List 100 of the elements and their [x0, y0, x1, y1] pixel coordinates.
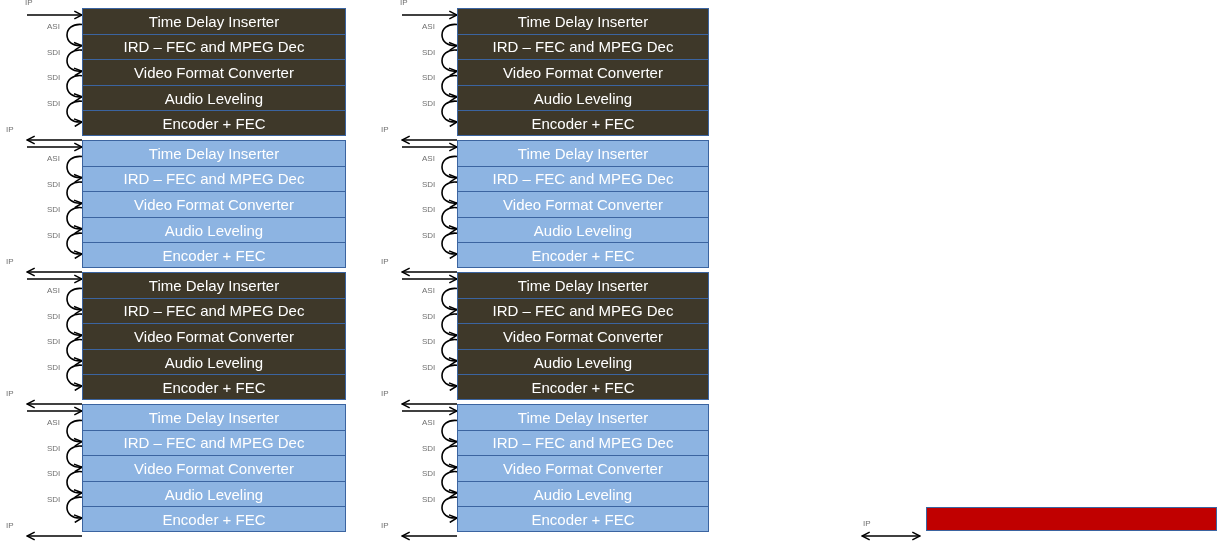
edge-label: SDI — [46, 338, 62, 347]
module-band — [82, 110, 346, 136]
module-band — [457, 110, 709, 136]
edge-label: ASI — [421, 23, 436, 31]
curved-arrow — [66, 338, 83, 366]
module-name: Audio Leveling — [164, 486, 264, 502]
module-band — [457, 374, 709, 400]
module-name: Audio Leveling — [164, 354, 264, 370]
arrow — [401, 531, 458, 541]
curved-arrow — [66, 206, 83, 234]
curved-arrow — [66, 49, 83, 76]
edge-label: SDI — [421, 363, 437, 372]
module-name: IRD – FEC and MPEG Dec — [123, 171, 305, 187]
module-name: Time Delay Inserter — [148, 409, 280, 425]
edge-label: ASI — [46, 287, 61, 295]
curved-arrow — [66, 287, 83, 315]
module-name: Video Format Converter — [134, 197, 294, 212]
system-bar — [926, 507, 1217, 531]
edge-label: IP — [5, 258, 15, 266]
arrow — [26, 135, 83, 145]
curved-arrow — [66, 232, 83, 259]
curved-arrow — [441, 287, 458, 315]
edge-label: SDI — [46, 74, 62, 83]
edge-label: IP — [5, 390, 15, 398]
edge-label: SDI — [421, 99, 437, 108]
edge-label: SDI — [421, 312, 437, 321]
module-name: Encoder + FEC — [531, 115, 635, 131]
module-name: Encoder + FEC — [162, 247, 266, 263]
module-name: Time Delay Inserter — [148, 277, 280, 293]
curved-arrow — [66, 155, 83, 183]
edge-label: IP — [862, 520, 872, 528]
curved-arrow — [441, 313, 458, 340]
curved-arrow — [441, 419, 458, 447]
module-name: Audio Leveling — [533, 90, 633, 106]
edge-label: IP — [5, 126, 15, 134]
module-band — [82, 323, 346, 350]
curved-arrow — [66, 470, 83, 498]
curved-arrow — [66, 419, 83, 447]
edge-label: IP — [380, 126, 390, 134]
module-name: Encoder + FEC — [531, 247, 635, 263]
curved-arrow — [66, 496, 83, 523]
arrow — [26, 267, 83, 277]
edge-label: SDI — [46, 444, 62, 453]
module-band — [457, 506, 709, 532]
edge-label: SDI — [46, 495, 62, 504]
module-name: IRD – FEC and MPEG Dec — [123, 39, 305, 55]
edge-label: SDI — [421, 495, 437, 504]
module-band — [457, 191, 709, 218]
module-band — [82, 191, 346, 218]
module-name: Encoder + FEC — [162, 115, 266, 131]
curved-arrow — [66, 364, 83, 391]
edge-label: SDI — [421, 338, 437, 347]
arrow — [861, 531, 921, 541]
edge-label: SDI — [421, 206, 437, 215]
arrow — [401, 142, 458, 152]
edge-label: SDI — [46, 231, 62, 240]
module-name: Audio Leveling — [164, 222, 264, 238]
curved-arrow — [441, 181, 458, 208]
edge-label: IP — [380, 390, 390, 398]
edge-label: SDI — [421, 470, 437, 479]
module-name: Video Format Converter — [134, 65, 294, 80]
curved-arrow — [441, 496, 458, 523]
module-name: Audio Leveling — [533, 354, 633, 370]
curved-arrow — [66, 74, 83, 102]
curved-arrow — [66, 313, 83, 340]
edge-label: SDI — [421, 444, 437, 453]
module-name: Video Format Converter — [503, 329, 663, 344]
module-name: Time Delay Inserter — [148, 13, 280, 29]
curved-arrow — [66, 23, 83, 51]
edge-label: SDI — [421, 231, 437, 240]
module-name: IRD – FEC and MPEG Dec — [492, 435, 674, 451]
arrow — [401, 135, 458, 145]
arrow — [26, 531, 83, 541]
curved-arrow — [441, 338, 458, 366]
edge-label: SDI — [46, 363, 62, 372]
module-band — [82, 8, 346, 35]
curved-arrow — [66, 445, 83, 472]
curved-arrow — [441, 470, 458, 498]
arrow — [401, 274, 458, 284]
curved-arrow — [66, 181, 83, 208]
curved-arrow — [441, 74, 458, 102]
edge-label: ASI — [421, 419, 436, 427]
edge-label: SDI — [46, 206, 62, 215]
curved-arrow — [441, 364, 458, 391]
arrow — [401, 10, 458, 20]
module-name: Audio Leveling — [533, 486, 633, 502]
module-name: Encoder + FEC — [531, 511, 635, 527]
curved-arrow — [441, 206, 458, 234]
module-name: Video Format Converter — [503, 197, 663, 212]
module-band — [82, 506, 346, 532]
curved-arrow — [441, 23, 458, 51]
module-name: Encoder + FEC — [531, 379, 635, 395]
edge-label: ASI — [46, 23, 61, 31]
module-name: Audio Leveling — [164, 90, 264, 106]
module-name: IRD – FEC and MPEG Dec — [492, 39, 674, 55]
module-name: Video Format Converter — [134, 461, 294, 476]
module-band — [457, 140, 709, 167]
curved-arrow — [441, 100, 458, 127]
module-band — [82, 140, 346, 167]
arrow — [26, 274, 83, 284]
